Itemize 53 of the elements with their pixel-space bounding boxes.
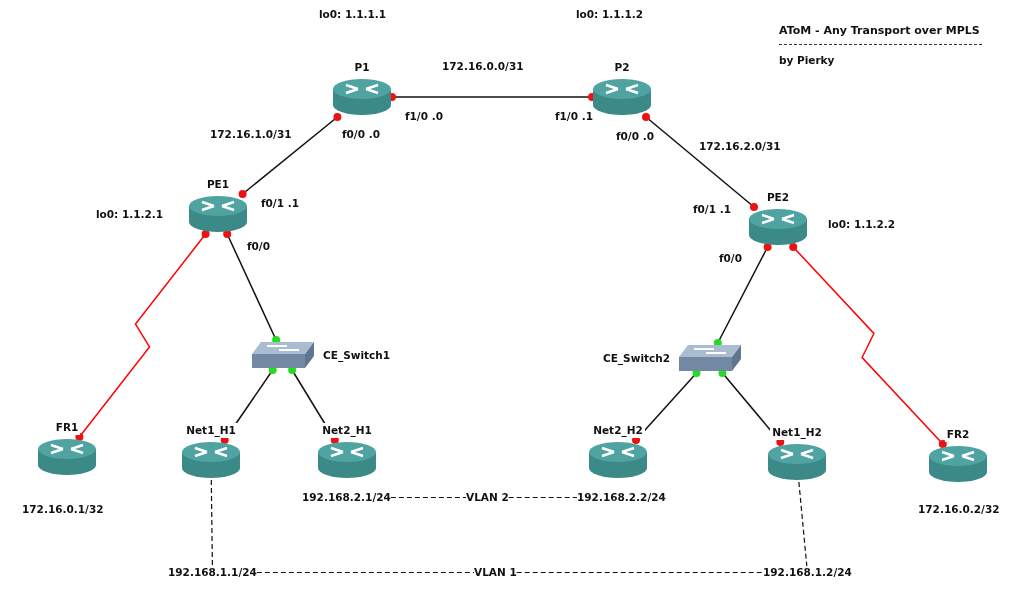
device-name: Net2_H2 [591, 423, 645, 438]
interface-label: f0/0 .0 [342, 128, 380, 141]
address-label: 172.16.0.2/32 [918, 503, 1000, 516]
dashed-line [516, 571, 764, 574]
router-node [181, 423, 241, 480]
device-name: Net1_H2 [770, 425, 824, 440]
address-text: 192.168.2.1/24 [302, 491, 391, 504]
address-label: lo0: 1.1.1.1 [319, 8, 387, 21]
interface-label: f0/0 .0 [616, 130, 654, 143]
address-label: lo0: 1.1.2.2 [828, 218, 896, 231]
address-label: lo0: 1.1.2.1 [96, 208, 164, 221]
router-node [767, 425, 827, 482]
address-text: 192.168.2.2/24 [577, 491, 666, 504]
router-node [332, 60, 392, 117]
network-link [223, 230, 281, 344]
device-name: Net2_H1 [320, 423, 374, 438]
title: AToM - Any Transport over MPLS [779, 24, 980, 37]
dashed-line [508, 496, 578, 499]
address-text: VLAN 1 [474, 566, 517, 579]
device-name: FR2 [944, 427, 972, 442]
router-node [317, 423, 377, 480]
address-label: 172.16.0.1/32 [22, 503, 104, 516]
author-label: by Pierky [779, 54, 835, 67]
address-text: 192.168.1.2/24 [763, 566, 852, 579]
router-node [928, 427, 988, 484]
network-link [713, 243, 772, 347]
edge-label: 172.16.0.0/31 [441, 60, 525, 73]
interface-label: f1/0 .1 [555, 110, 593, 123]
serial-link [789, 243, 947, 448]
network-link [718, 369, 785, 446]
address-text: VLAN 2 [466, 491, 509, 504]
address-text: 192.168.1.1/24 [168, 566, 257, 579]
edge-label: 172.16.1.0/31 [209, 128, 293, 141]
router-node [588, 423, 648, 480]
device-name: Net1_H1 [184, 423, 238, 438]
interface-label: f1/0 .0 [405, 110, 443, 123]
network-link [642, 113, 758, 211]
router-node [748, 190, 808, 247]
dashed-line [390, 496, 467, 499]
dashed-line [210, 479, 213, 567]
router-node [592, 60, 652, 117]
network-link [238, 113, 342, 198]
interface-label: f0/0 [247, 240, 270, 253]
serial-link [75, 230, 210, 441]
interface-label: f0/0 [719, 252, 742, 265]
router-node [37, 420, 97, 477]
dashed-line [798, 481, 808, 567]
router-node [188, 177, 248, 234]
edge-label: 172.16.2.0/31 [698, 140, 782, 153]
device-name: FR1 [53, 420, 81, 435]
dashed-line [256, 571, 475, 574]
network-link [632, 369, 701, 444]
address-label: lo0: 1.1.1.2 [576, 8, 644, 21]
